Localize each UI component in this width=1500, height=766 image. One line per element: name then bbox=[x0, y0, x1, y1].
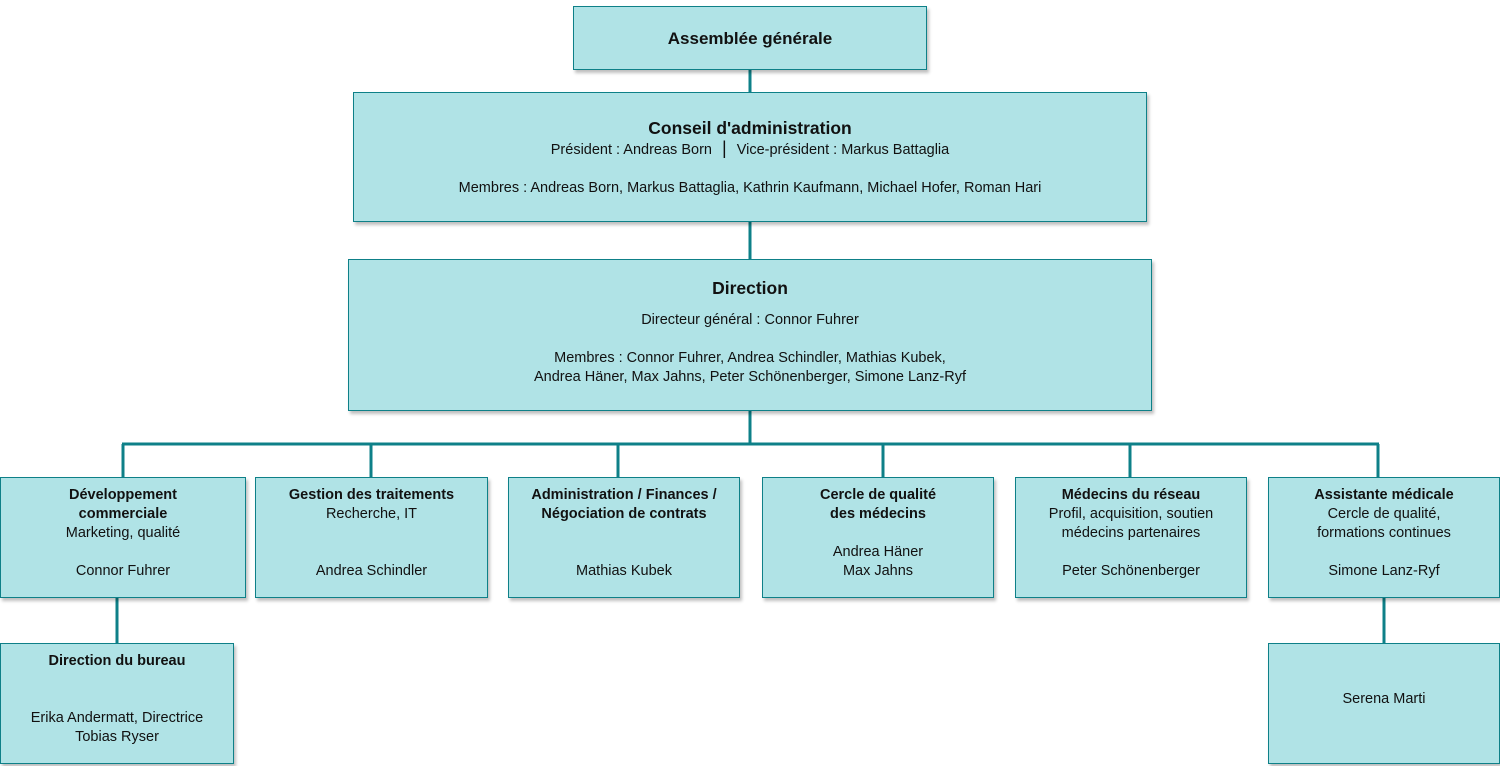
sub-person: Tobias Ryser bbox=[75, 729, 159, 745]
dept-person: Simone Lanz-Ryf bbox=[1328, 563, 1440, 579]
dept-title: commerciale bbox=[78, 506, 168, 522]
direction-box: Direction Directeur général : Connor Fuh… bbox=[348, 259, 1152, 411]
dept-title: Administration / Finances / bbox=[531, 487, 717, 503]
conseil-title: Conseil d'administration bbox=[648, 118, 852, 138]
dept-cercle-qualite: Cercle de qualité des médecins Andrea Hä… bbox=[762, 477, 994, 598]
dept-person: Andrea Schindler bbox=[315, 563, 428, 579]
direction-members-line1: Membres : Connor Fuhrer, Andrea Schindle… bbox=[554, 350, 946, 366]
dept-title: Développement bbox=[69, 487, 177, 503]
dept-person: Peter Schönenberger bbox=[1062, 563, 1200, 579]
conseil-president: Président : Andreas Born bbox=[550, 142, 712, 158]
dept-administration-finances: Administration / Finances / Négociation … bbox=[508, 477, 740, 598]
conseil-officers: Président : Andreas Born | Vice-présiden… bbox=[354, 139, 1146, 160]
dept-title: Cercle de qualité bbox=[819, 487, 937, 503]
dept-description: Cercle de qualité, bbox=[1327, 506, 1441, 522]
dept-person: Connor Fuhrer bbox=[75, 563, 171, 579]
dept-description: médecins partenaires bbox=[1061, 525, 1201, 541]
sub-title: Direction du bureau bbox=[48, 653, 186, 669]
dept-person: Andrea Häner bbox=[832, 544, 924, 560]
sub-person: Erika Andermatt, Directrice bbox=[30, 710, 204, 726]
dept-gestion-traitements: Gestion des traitements Recherche, IT An… bbox=[255, 477, 488, 598]
direction-bureau-box: Direction du bureau Erika Andermatt, Dir… bbox=[0, 643, 234, 764]
assemblee-title: Assemblée générale bbox=[667, 29, 833, 48]
conseil-vice-president: Vice-président : Markus Battaglia bbox=[736, 142, 950, 158]
conseil-administration-box: Conseil d'administration Président : And… bbox=[353, 92, 1147, 222]
direction-ceo: Directeur général : Connor Fuhrer bbox=[641, 312, 859, 328]
dept-description: formations continues bbox=[1317, 525, 1451, 541]
assistante-team-box: Serena Marti bbox=[1268, 643, 1500, 764]
dept-description: Marketing, qualité bbox=[65, 525, 181, 541]
dept-description: Recherche, IT bbox=[325, 506, 418, 522]
dept-medecins-reseau: Médecins du réseau Profil, acquisition, … bbox=[1015, 477, 1247, 598]
direction-members-line2: Andrea Häner, Max Jahns, Peter Schönenbe… bbox=[533, 369, 967, 385]
sub-person: Serena Marti bbox=[1342, 691, 1426, 707]
dept-assistante-medicale: Assistante médicale Cercle de qualité, f… bbox=[1268, 477, 1500, 598]
dept-person: Max Jahns bbox=[842, 563, 914, 579]
dept-title: Assistante médicale bbox=[1314, 487, 1454, 503]
dept-title: Médecins du réseau bbox=[1061, 487, 1201, 503]
conseil-members: Membres : Andreas Born, Markus Battaglia… bbox=[458, 180, 1042, 196]
conseil-separator: | bbox=[722, 138, 727, 158]
dept-title: des médecins bbox=[830, 506, 926, 522]
dept-title: Négociation de contrats bbox=[541, 506, 707, 522]
assemblee-generale-box: Assemblée générale bbox=[573, 6, 927, 70]
dept-person: Mathias Kubek bbox=[576, 563, 672, 579]
dept-title: Gestion des traitements bbox=[288, 487, 455, 503]
dept-developpement-commercial: Développement commerciale Marketing, qua… bbox=[0, 477, 246, 598]
dept-description: Profil, acquisition, soutien bbox=[1048, 506, 1214, 522]
direction-title: Direction bbox=[712, 278, 788, 298]
